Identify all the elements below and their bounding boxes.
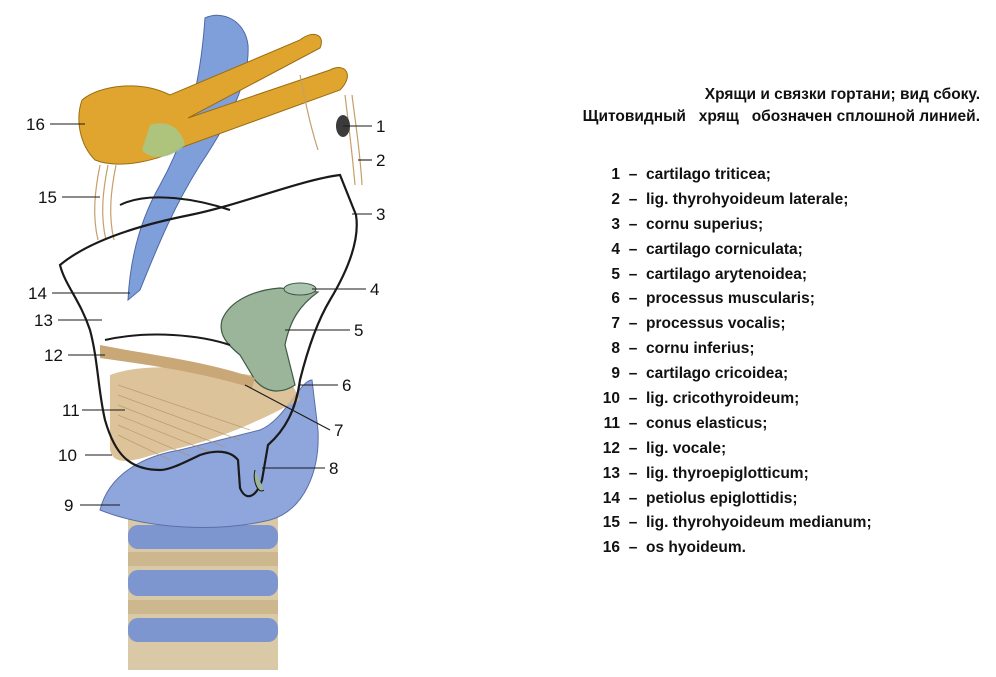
- legend-item: 5–cartilago arytenoidea;: [611, 265, 808, 283]
- legend-item: 10–lig. cricothyroideum;: [602, 390, 800, 408]
- legend-item: 3–cornu superius;: [611, 215, 764, 233]
- legend-term: cornu superius;: [646, 215, 764, 233]
- callout-14: 14: [28, 284, 47, 303]
- legend-item: 8–cornu inferius;: [611, 340, 755, 358]
- legend-term: cartilago cricoidea;: [646, 365, 789, 383]
- legend-item: 14–petiolus epiglottidis;: [602, 489, 798, 507]
- legend-item: 7–processus vocalis;: [611, 315, 786, 333]
- callout-9: 9: [64, 496, 73, 515]
- legend-term: processus muscularis;: [646, 290, 815, 308]
- legend-term: cartilago arytenoidea;: [646, 265, 808, 283]
- legend-term: os hyoideum.: [646, 539, 746, 557]
- caption-line-2: Щитовидный хрящ обозначен сплошной линие…: [582, 108, 980, 125]
- caption-line-1: Хрящи и связки гортани; вид сбоку.: [704, 86, 980, 103]
- legend-item: 12–lig. vocale;: [602, 439, 727, 457]
- legend-item: 9–cartilago cricoidea;: [611, 365, 789, 383]
- legend-list: 1–cartilago triticea; 2–lig. thyrohyoide…: [596, 163, 986, 561]
- legend-term: lig. thyroepiglotticum;: [646, 464, 809, 482]
- conus-elasticus: [110, 367, 300, 461]
- larynx-illustration: 1 2 3 4 5 6 7 8 9 10 11 12 13 14 15 16: [0, 0, 470, 677]
- legend-term: lig. thyrohyoideum laterale;: [646, 190, 849, 208]
- legend-item: 2–lig. thyrohyoideum laterale;: [611, 190, 849, 208]
- callout-15: 15: [38, 188, 57, 207]
- callout-4: 4: [370, 280, 379, 299]
- callout-2: 2: [376, 151, 385, 170]
- callout-5: 5: [354, 321, 363, 340]
- corniculate-cartilage: [283, 282, 317, 296]
- hyoid-bone: [78, 33, 348, 165]
- legend-item: 15–lig. thyrohyoideum medianum;: [602, 514, 872, 532]
- callout-13: 13: [34, 311, 53, 330]
- callout-1: 1: [376, 117, 385, 136]
- arytenoid-cartilage: [220, 287, 320, 392]
- trachea: [128, 505, 278, 670]
- legend-item: 11–conus elasticus;: [603, 414, 768, 432]
- legend-term: petiolus epiglottidis;: [646, 489, 798, 507]
- legend-item: 16–os hyoideum.: [602, 539, 746, 557]
- callout-7: 7: [334, 421, 343, 440]
- legend-term: cartilago triticea;: [646, 166, 771, 183]
- legend-item: 13–lig. thyroepiglotticum;: [602, 464, 809, 482]
- callout-6: 6: [342, 376, 351, 395]
- legend-term: cornu inferius;: [646, 340, 755, 358]
- legend-item: 1–cartilago triticea;: [611, 166, 771, 183]
- callout-8: 8: [329, 459, 338, 478]
- callout-10: 10: [58, 446, 77, 465]
- callout-3: 3: [376, 205, 385, 224]
- legend-item: 6–processus muscularis;: [611, 290, 815, 308]
- legend-term: lig. vocale;: [646, 439, 727, 457]
- callout-11: 11: [62, 401, 80, 420]
- legend-term: conus elasticus;: [646, 414, 768, 432]
- legend-term: lig. thyrohyoideum medianum;: [646, 514, 872, 532]
- legend-item: 4–cartilago corniculata;: [611, 240, 803, 258]
- thyroid-cartilage-outline: [58, 173, 358, 498]
- legend-term: processus vocalis;: [646, 315, 786, 333]
- vocal-ligament: [100, 345, 255, 388]
- figure-caption: Хрящи и связки гортани; вид сбоку. Щитов…: [470, 84, 980, 128]
- thyrohyoid-ligaments: [94, 74, 363, 241]
- callout-16: 16: [26, 115, 45, 134]
- callout-12: 12: [44, 346, 63, 365]
- legend-term: lig. cricothyroideum;: [646, 390, 800, 408]
- legend-term: cartilago corniculata;: [646, 240, 803, 258]
